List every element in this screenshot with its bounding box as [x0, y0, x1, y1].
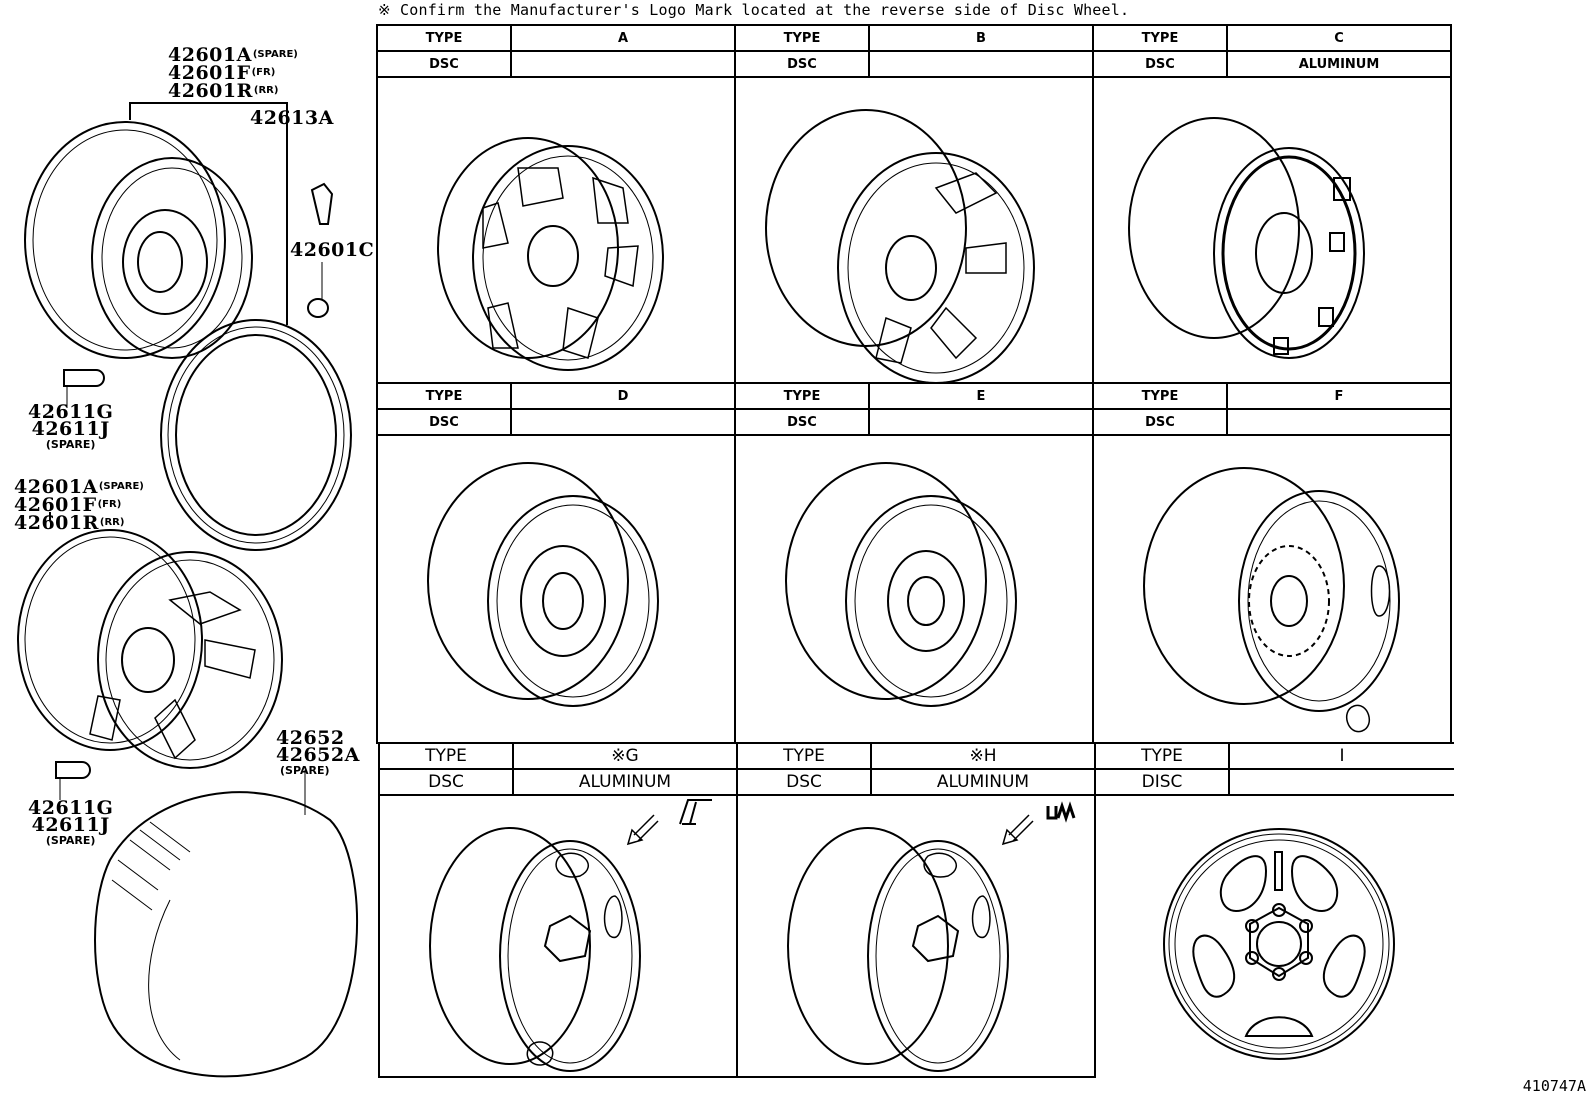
- part-label-valve-2: 42611G 42611J (SPARE): [28, 797, 114, 848]
- type-label: TYPE: [736, 384, 870, 408]
- type-value: F: [1334, 388, 1344, 404]
- dsc-value: ALUMINUM: [936, 772, 1030, 792]
- wheel-cell-D: TYPE D DSC: [376, 382, 736, 744]
- wheel-illustration-H: [787, 801, 1076, 1072]
- dsc-value: [512, 52, 734, 76]
- part-label-42601C: 42601C: [290, 239, 375, 261]
- wheel-illustration-B: [765, 109, 1035, 384]
- wheel-cell-B: TYPE B DSC: [734, 24, 1094, 384]
- wheel-cell-G: TYPE ※G DSC ALUMINUM: [378, 742, 738, 1078]
- type-label: TYPE: [1094, 26, 1228, 50]
- dsc-label: DISC: [1096, 770, 1230, 794]
- type-value: E: [976, 388, 986, 404]
- wheel-cell-E: TYPE E DSC: [734, 382, 1094, 744]
- logo-mark-note: ※ Confirm the Manufacturer's Logo Mark l…: [378, 1, 1130, 19]
- dsc-value: [870, 410, 1092, 434]
- type-label: TYPE: [736, 26, 870, 50]
- wheel-cell-I: TYPE I DISC: [1094, 742, 1454, 1078]
- type-value: B: [976, 30, 986, 46]
- part-label-wheel-1: 42601A(SPARE) 42601F(FR) 42601R(RR): [168, 44, 298, 102]
- dsc-value: ALUMINUM: [578, 772, 672, 792]
- wheel-illustration-C: [1128, 117, 1365, 359]
- dsc-label: DSC: [378, 52, 512, 76]
- dsc-label: DSC: [1094, 52, 1228, 76]
- dsc-value: [870, 52, 1092, 76]
- wheel-illustration-A: [437, 137, 664, 371]
- type-label: TYPE: [378, 26, 512, 50]
- dsc-value: ALUMINUM: [1298, 56, 1380, 72]
- figure-code: 410747A: [1522, 1077, 1586, 1095]
- dsc-label: DSC: [380, 770, 514, 794]
- type-label: TYPE: [380, 744, 514, 768]
- type-value: A: [617, 30, 629, 46]
- part-label-wheel-2: 42601A(SPARE) 42601F(FR) 42601R(RR): [14, 476, 144, 534]
- dsc-value: [1230, 770, 1454, 794]
- wheel-illustration-F: [1143, 467, 1400, 733]
- dsc-label: DSC: [1094, 410, 1228, 434]
- type-label: TYPE: [1094, 384, 1228, 408]
- type-label: TYPE: [738, 744, 872, 768]
- dsc-label: DSC: [736, 410, 870, 434]
- dsc-value: [1228, 410, 1450, 434]
- dsc-label: DSC: [738, 770, 872, 794]
- logo-mark-arrow-icon: [626, 799, 712, 846]
- dsc-label: DSC: [736, 52, 870, 76]
- type-label: TYPE: [378, 384, 512, 408]
- part-label-42613A: 42613A: [250, 107, 334, 129]
- wheel-cell-A: TYPE A DSC: [376, 24, 736, 384]
- wheel-illustration-E: [785, 462, 1017, 707]
- wheel-illustration-G: [429, 799, 712, 1072]
- dsc-value: [512, 410, 734, 434]
- type-value: ※H: [969, 746, 997, 766]
- wheel-cell-C: TYPE C DSC ALUMINUM: [1092, 24, 1452, 384]
- wheel-illustration-I: [1163, 828, 1395, 1060]
- dsc-label: DSC: [378, 410, 512, 434]
- type-value: D: [617, 388, 629, 404]
- type-label: TYPE: [1096, 744, 1230, 768]
- type-value: ※G: [611, 746, 639, 766]
- logo-mark-arrow-icon: [1001, 801, 1076, 846]
- type-value: C: [1334, 30, 1344, 46]
- exploded-drawing: [17, 102, 358, 1078]
- type-value: I: [1339, 746, 1345, 766]
- part-label-valve-1: 42611G 42611J (SPARE): [28, 401, 114, 452]
- wheel-illustration-D: [427, 462, 659, 707]
- wheel-cell-F: TYPE F DSC: [1092, 382, 1452, 744]
- part-label-tire: 42652 42652A (SPARE): [276, 727, 360, 778]
- wheel-cell-H: TYPE ※H DSC ALUMINUM: [736, 742, 1096, 1078]
